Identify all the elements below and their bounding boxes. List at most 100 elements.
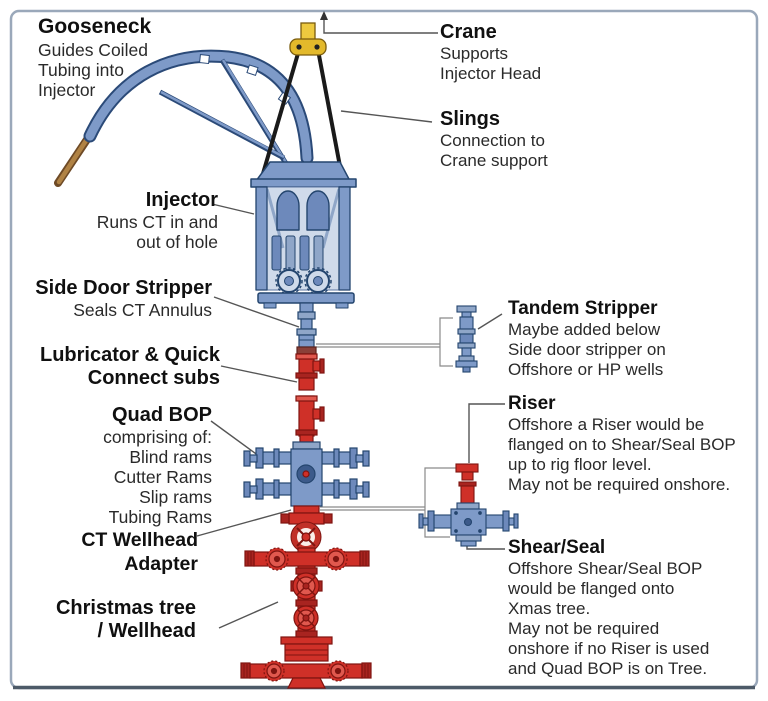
callout-line: May not be required	[508, 619, 660, 638]
wellhead-pedestal	[287, 677, 326, 689]
christmas-tree-graphic	[240, 547, 372, 689]
callout-line: Injector Head	[440, 64, 542, 83]
lubricator-side-port-lower	[312, 408, 321, 420]
quad-bop-ram-lower	[243, 478, 370, 500]
injector-chain-bars	[271, 235, 324, 271]
callout-line: Tubing into	[38, 60, 124, 80]
injector-brace-right	[321, 188, 341, 249]
callout-line: Runs CT in and	[96, 212, 218, 232]
callout-title: Slings	[440, 108, 501, 130]
callout-line: Lubricator & Quick	[40, 344, 221, 366]
callout-line: Supports	[440, 44, 509, 63]
callout-line: Maybe added below	[508, 320, 661, 339]
callout-title: CT Wellhead Adapter	[81, 529, 198, 575]
ct-wellhead-adapter-leader-line	[196, 509, 292, 537]
callout-line: comprising of:	[103, 427, 212, 447]
callout-christmas-tree: Christmas tree/ Wellhead	[16, 597, 196, 643]
injector-frame-right	[338, 186, 351, 291]
callout-line: and Quad BOP is on Tree.	[508, 659, 708, 678]
tree-master-valve-upper	[290, 572, 323, 600]
callout-line: Christmas tree	[55, 597, 196, 619]
injector-frame-left	[255, 186, 268, 291]
tandem-bracket	[439, 317, 453, 367]
callout-title: Quad BOP	[111, 404, 212, 426]
quad-bop-top-flange	[292, 441, 321, 450]
tandem-stripper-leader-line	[477, 313, 503, 330]
quad-bop-leader-line	[210, 420, 260, 457]
lubricator-side-port-upper	[312, 360, 321, 372]
quad-bop-graphic	[243, 441, 370, 507]
shear-seal-graphic	[418, 502, 519, 547]
lubricator-graphic	[295, 353, 325, 443]
injector-drive-wheel-right	[304, 267, 332, 295]
gooseneck-graphic	[54, 49, 314, 187]
callout-line: would be flanged onto	[508, 579, 675, 598]
injector-base-plate	[257, 292, 355, 304]
riser-leader-line	[468, 403, 505, 463]
callout-line: onshore if no Riser is used	[508, 639, 710, 658]
callout-line: Xmas tree.	[508, 599, 591, 618]
sling-eye-right	[314, 44, 320, 50]
callout-line: Blind rams	[129, 447, 212, 467]
callout-line: Side door stripper on	[508, 340, 666, 359]
callout-line: Offshore or HP wells	[508, 360, 664, 379]
callout-line: May not be required onshore.	[508, 475, 731, 494]
sling-right	[316, 48, 344, 179]
callout-line: out of hole	[136, 232, 218, 252]
callout-line: Injector	[38, 80, 96, 100]
injector-cap	[255, 161, 351, 182]
stripper-flange	[296, 328, 317, 336]
gooseneck-strut-2-fill	[160, 90, 285, 159]
lubricator-leader-line	[220, 365, 298, 383]
tree-arm-wheel-right	[324, 547, 348, 571]
injector-foot-left	[263, 302, 277, 309]
hook-base	[289, 38, 327, 56]
shear-bracket	[424, 467, 456, 538]
gooseneck-roller-tabs	[199, 54, 292, 105]
side-door-stripper-graphic	[296, 302, 317, 355]
callout-line: Connect subs	[87, 367, 220, 389]
callout-title: Crane	[440, 21, 497, 43]
riser-graphic	[455, 463, 479, 504]
callout-line: Offshore a Riser would be	[508, 415, 705, 434]
callout-ct-wellhead-adapter: CT Wellhead Adapter	[8, 528, 198, 576]
callout-side-door-stripper: Side Door Stripper Seals CT Annulus	[30, 276, 212, 320]
shear-seal-ram-left	[418, 510, 453, 532]
tandem-stripper-graphic	[455, 305, 478, 373]
chain-dome-right	[306, 190, 330, 231]
callout-line: Guides Coiled	[38, 40, 148, 60]
slings-leader-line	[340, 110, 433, 123]
callout-title: Riser	[508, 393, 556, 414]
diagram-border	[9, 9, 759, 690]
injector-drive-wheel-left	[275, 267, 303, 295]
injector-graphic	[250, 161, 357, 309]
callout-line: Offshore Shear/Seal BOP	[508, 559, 703, 578]
callout-line: Seals CT Annulus	[73, 300, 212, 320]
shear-seal-ram-right	[484, 510, 519, 532]
callout-line: Tubing Rams	[108, 507, 212, 527]
callout-lines: Seals CT Annulus	[30, 300, 212, 320]
tree-bottom-arm	[240, 660, 372, 682]
wellhead-base	[280, 636, 333, 662]
callout-line: Crane support	[440, 151, 548, 170]
christmas-tree-leader-line	[218, 601, 279, 629]
callout-title: Tandem Stripper	[508, 298, 658, 319]
sling-eye-left	[296, 44, 302, 50]
